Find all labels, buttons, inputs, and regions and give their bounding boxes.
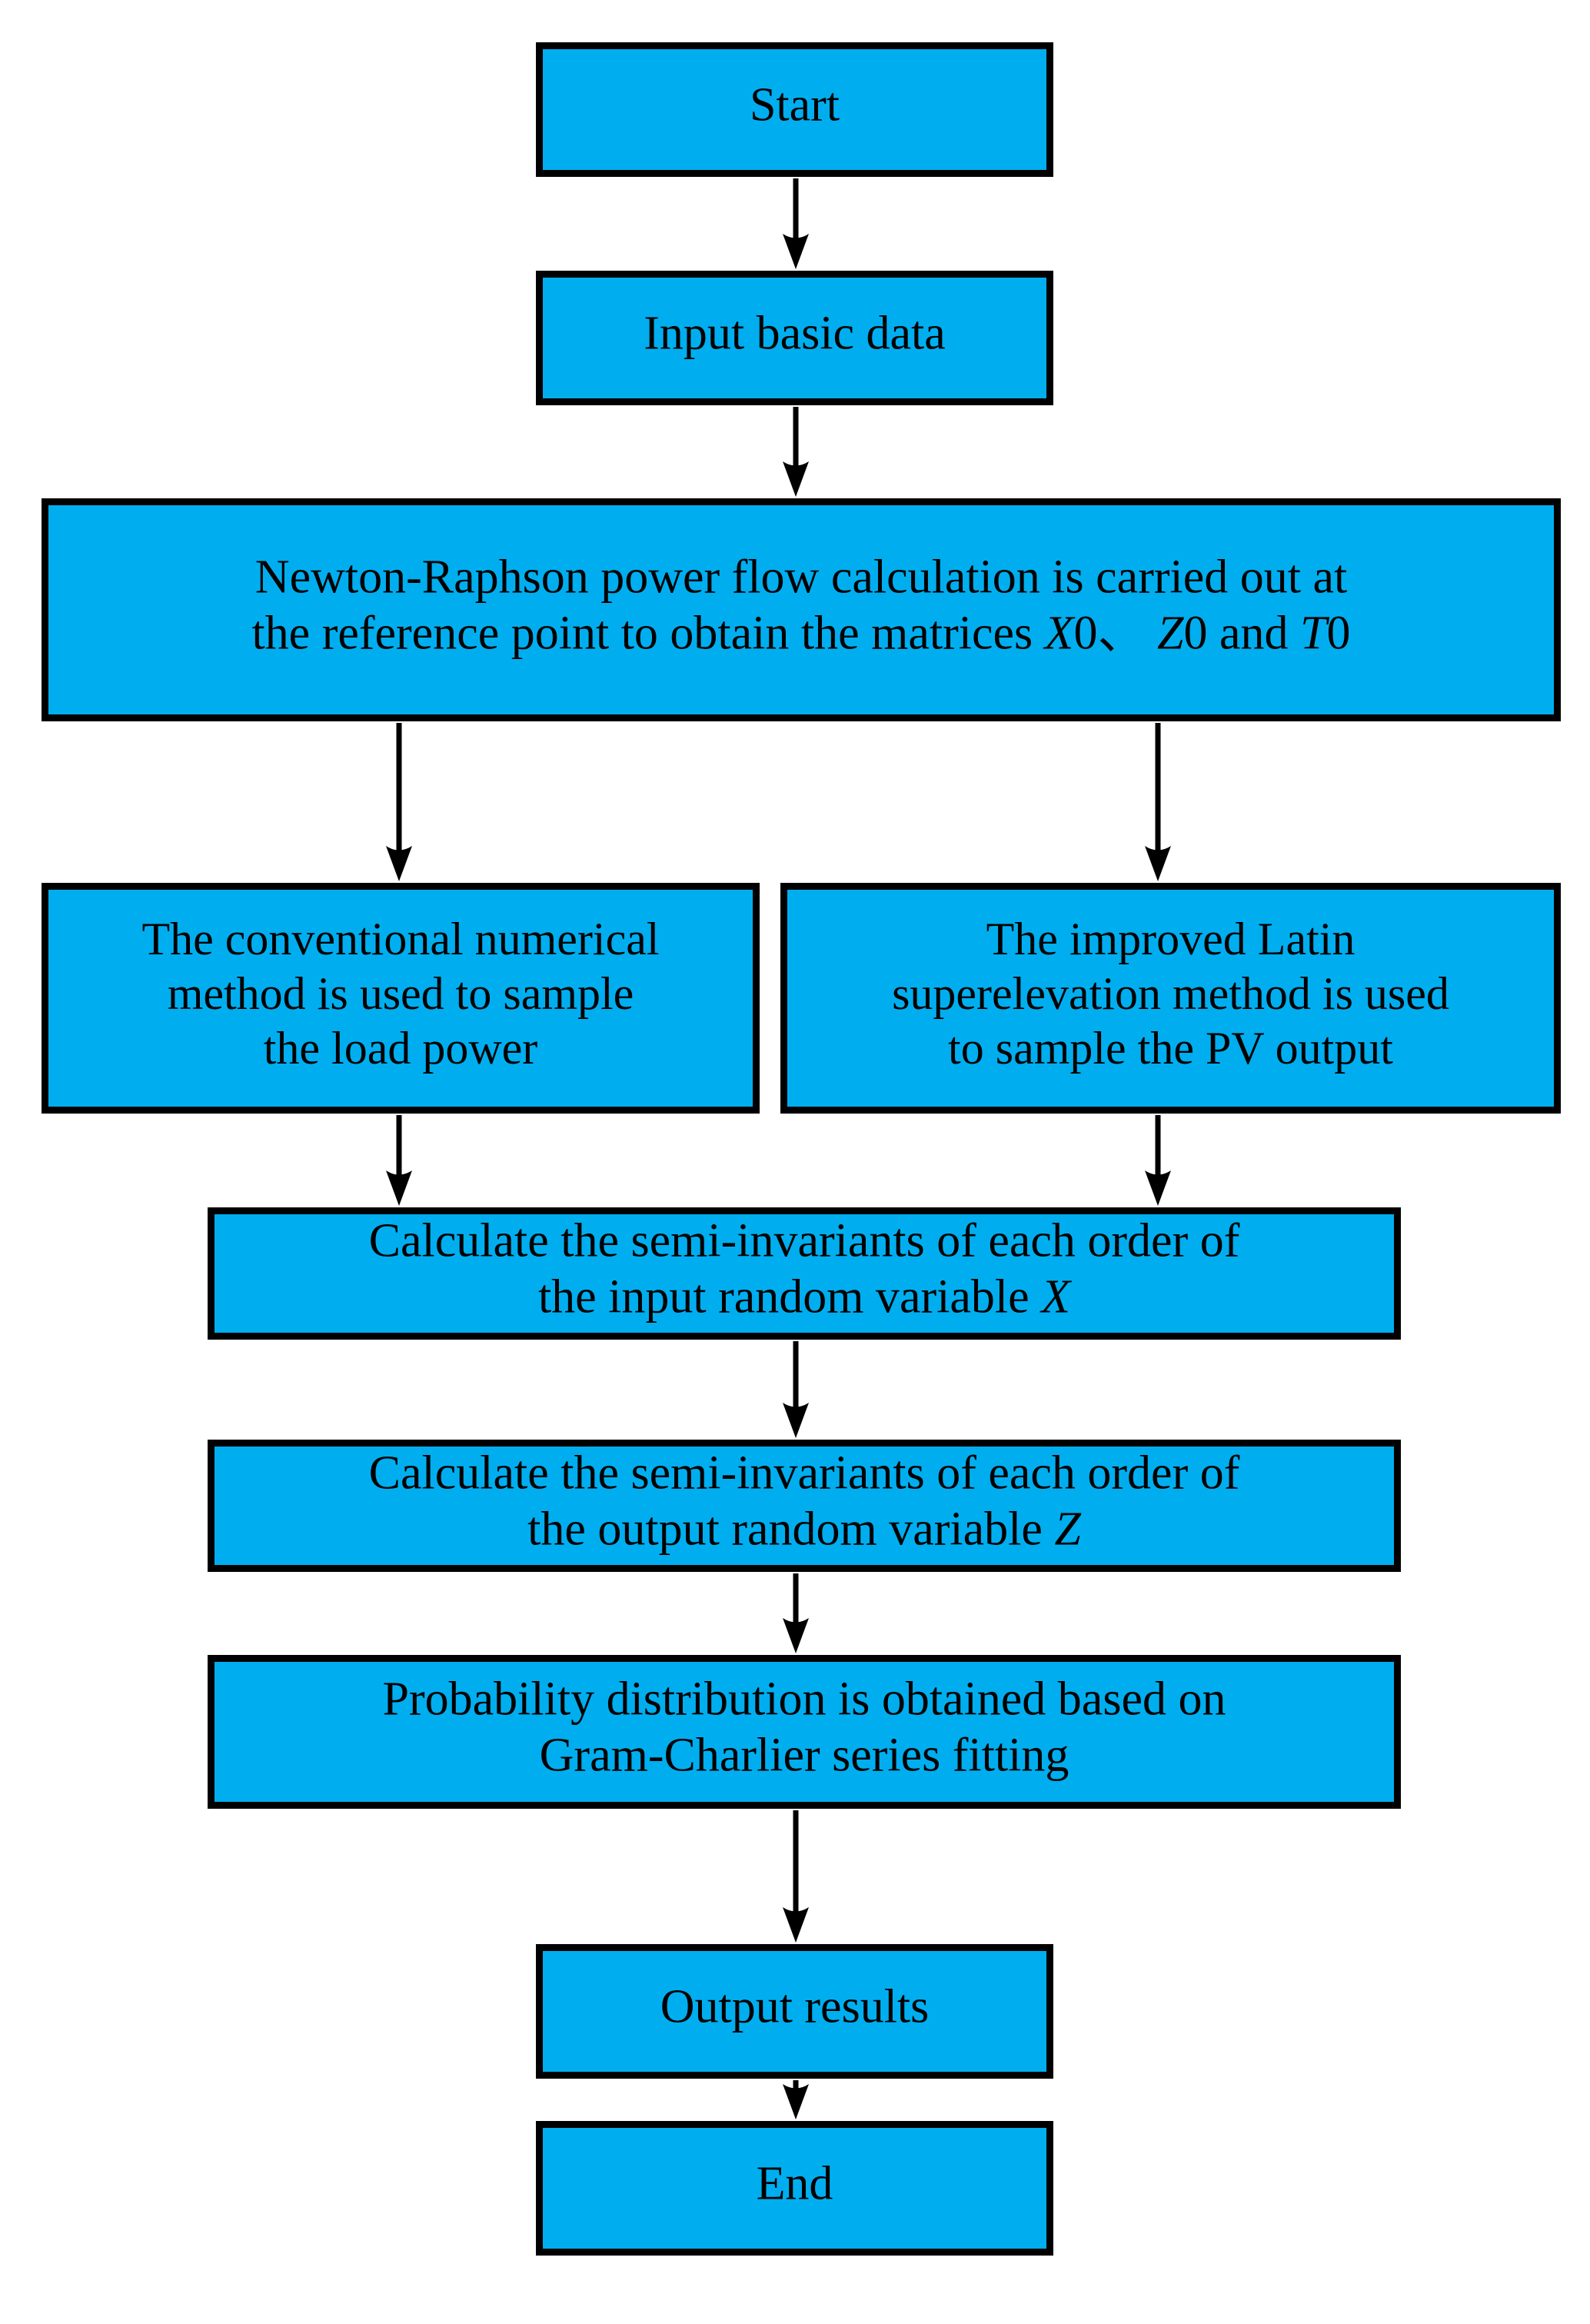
label-text: Input basic data	[644, 308, 946, 360]
flow-node-newton-raphson[interactable]: Newton-Raphson power flow calculation is…	[42, 498, 1561, 721]
math-variable: X	[1043, 608, 1076, 660]
flow-edge-semi-input-to-semi-output	[783, 1341, 809, 1438]
node-label-line: Start	[750, 79, 840, 132]
label-text: End	[757, 2158, 833, 2210]
node-label-line: superelevation method is used	[892, 968, 1449, 1019]
node-label-start: Start	[750, 79, 840, 132]
flow-node-semi-invariants-output[interactable]: Calculate the semi-invariants of each or…	[208, 1440, 1401, 1572]
flow-edge-newton-to-latin	[1145, 723, 1171, 881]
node-shape-rectangle[interactable]	[536, 1944, 1053, 2079]
label-text: method is used to sample	[168, 968, 634, 1019]
label-text: Start	[750, 79, 840, 132]
node-label-line: to sample the PV output	[948, 1023, 1393, 1074]
node-label-line: Output results	[660, 1981, 930, 2033]
flow-node-input-basic-data[interactable]: Input basic data	[536, 271, 1053, 405]
label-text: the load power	[264, 1023, 538, 1074]
label-text: The improved Latin	[986, 914, 1355, 964]
node-label-semi-invariants-input: Calculate the semi-invariants of each or…	[369, 1215, 1240, 1323]
node-label-line: the load power	[264, 1023, 538, 1074]
flow-edge-newton-to-conventional	[386, 723, 412, 881]
node-label-output-results: Output results	[660, 1981, 930, 2033]
node-label-line: The improved Latin	[986, 914, 1355, 964]
node-shape-rectangle[interactable]	[42, 498, 1561, 721]
node-label-line: method is used to sample	[168, 968, 634, 1019]
flow-edge-gram-to-output	[783, 1810, 809, 1943]
node-label-semi-invariants-output: Calculate the semi-invariants of each or…	[369, 1447, 1240, 1556]
node-shape-rectangle[interactable]	[536, 42, 1053, 177]
label-text: the reference point to obtain the matric…	[251, 608, 1044, 660]
math-variable: X	[1039, 1271, 1072, 1323]
node-shape-rectangle[interactable]	[208, 1207, 1401, 1340]
node-shape-rectangle[interactable]	[536, 2121, 1053, 2256]
node-label-line: The conventional numerical	[141, 914, 659, 964]
math-variable: Z	[1157, 608, 1184, 660]
arrow-head-icon	[1145, 846, 1171, 881]
arrow-head-icon	[783, 1907, 809, 1943]
arrow-head-icon	[783, 461, 809, 497]
label-text: The conventional numerical	[141, 914, 659, 964]
label-text: Newton-Raphson power flow calculation is…	[255, 551, 1347, 604]
node-shape-rectangle[interactable]	[780, 883, 1561, 1114]
flow-edge-semi-output-to-gram	[783, 1573, 809, 1653]
flow-edge-latin-to-semi-input	[1145, 1115, 1171, 1206]
node-label-line: End	[757, 2158, 833, 2210]
flow-edge-input-to-newton	[783, 407, 809, 497]
node-label-line: Calculate the semi-invariants of each or…	[369, 1215, 1240, 1267]
node-label-line: the reference point to obtain the matric…	[251, 608, 1350, 660]
arrow-head-icon	[783, 1403, 809, 1438]
node-label-line: Probability distribution is obtained bas…	[383, 1673, 1226, 1726]
node-label-line: Input basic data	[644, 308, 946, 360]
node-label-line: Calculate the semi-invariants of each or…	[369, 1447, 1240, 1500]
node-label-newton-raphson: Newton-Raphson power flow calculation is…	[251, 551, 1350, 660]
label-text: the output random variable	[527, 1503, 1054, 1556]
label-text: 0、	[1074, 608, 1158, 660]
node-label-line: the input random variable X	[538, 1271, 1072, 1323]
arrow-head-icon	[783, 234, 809, 269]
math-variable: T	[1300, 608, 1330, 660]
label-text: Output results	[660, 1981, 930, 2033]
label-text: 0 and	[1184, 608, 1301, 660]
flow-node-gram-charlier[interactable]: Probability distribution is obtained bas…	[208, 1655, 1401, 1809]
flow-edge-conventional-to-semi-input	[386, 1115, 412, 1206]
node-shape-rectangle[interactable]	[208, 1440, 1401, 1572]
node-shape-rectangle[interactable]	[208, 1655, 1401, 1809]
node-label-line: Gram-Charlier series fitting	[540, 1730, 1069, 1782]
label-text: Probability distribution is obtained bas…	[383, 1673, 1226, 1726]
node-label-input-basic-data: Input basic data	[644, 308, 946, 360]
flow-node-end[interactable]: End	[536, 2121, 1053, 2256]
flow-node-output-results[interactable]: Output results	[536, 1944, 1053, 2079]
edges-layer	[386, 178, 1171, 2119]
node-label-line: the output random variable Z	[527, 1503, 1081, 1556]
node-shape-rectangle[interactable]	[42, 883, 760, 1114]
math-variable: Z	[1054, 1503, 1081, 1556]
node-label-gram-charlier: Probability distribution is obtained bas…	[383, 1673, 1226, 1782]
label-text: 0	[1327, 608, 1351, 660]
flow-node-start[interactable]: Start	[536, 42, 1053, 177]
label-text: superelevation method is used	[892, 968, 1449, 1019]
flow-edge-output-to-end	[783, 2080, 809, 2119]
flow-edge-start-to-input	[783, 178, 809, 269]
arrow-head-icon	[386, 846, 412, 881]
arrow-head-icon	[783, 2084, 809, 2119]
node-shape-rectangle[interactable]	[536, 271, 1053, 405]
node-label-line: Newton-Raphson power flow calculation is…	[255, 551, 1347, 604]
label-text: to sample the PV output	[948, 1023, 1393, 1074]
label-text: Gram-Charlier series fitting	[540, 1730, 1069, 1782]
arrow-head-icon	[1145, 1170, 1171, 1206]
flow-node-semi-invariants-input[interactable]: Calculate the semi-invariants of each or…	[208, 1207, 1401, 1340]
arrow-head-icon	[783, 1618, 809, 1653]
arrow-head-icon	[386, 1170, 412, 1206]
label-text: Calculate the semi-invariants of each or…	[369, 1215, 1240, 1267]
label-text: the input random variable	[538, 1271, 1041, 1323]
label-text: Calculate the semi-invariants of each or…	[369, 1447, 1240, 1500]
node-label-end: End	[757, 2158, 833, 2210]
